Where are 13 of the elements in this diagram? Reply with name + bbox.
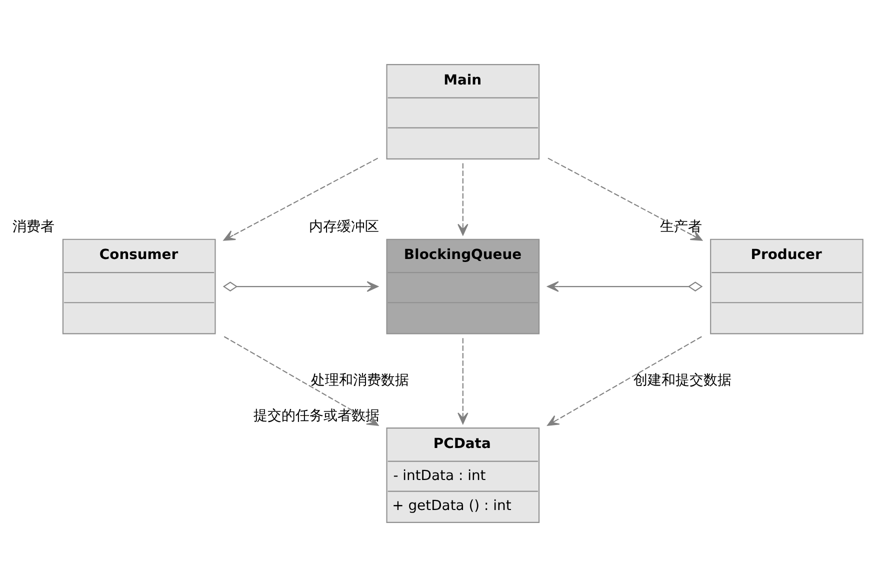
node-label: 生产者 [660,218,702,235]
node-label: 消费者 [12,218,54,235]
node-label: 内存缓冲区 [308,218,379,235]
arrow [548,157,702,240]
edge-label: 处理和消费数据 [310,372,409,388]
arrow [223,157,378,240]
edge-label: 创建和提交数据 [634,372,732,388]
arrow [222,280,378,292]
arrow [458,338,468,424]
arrow [458,162,468,236]
arrow [547,280,703,292]
arrow [224,336,379,426]
arrow [547,336,702,426]
